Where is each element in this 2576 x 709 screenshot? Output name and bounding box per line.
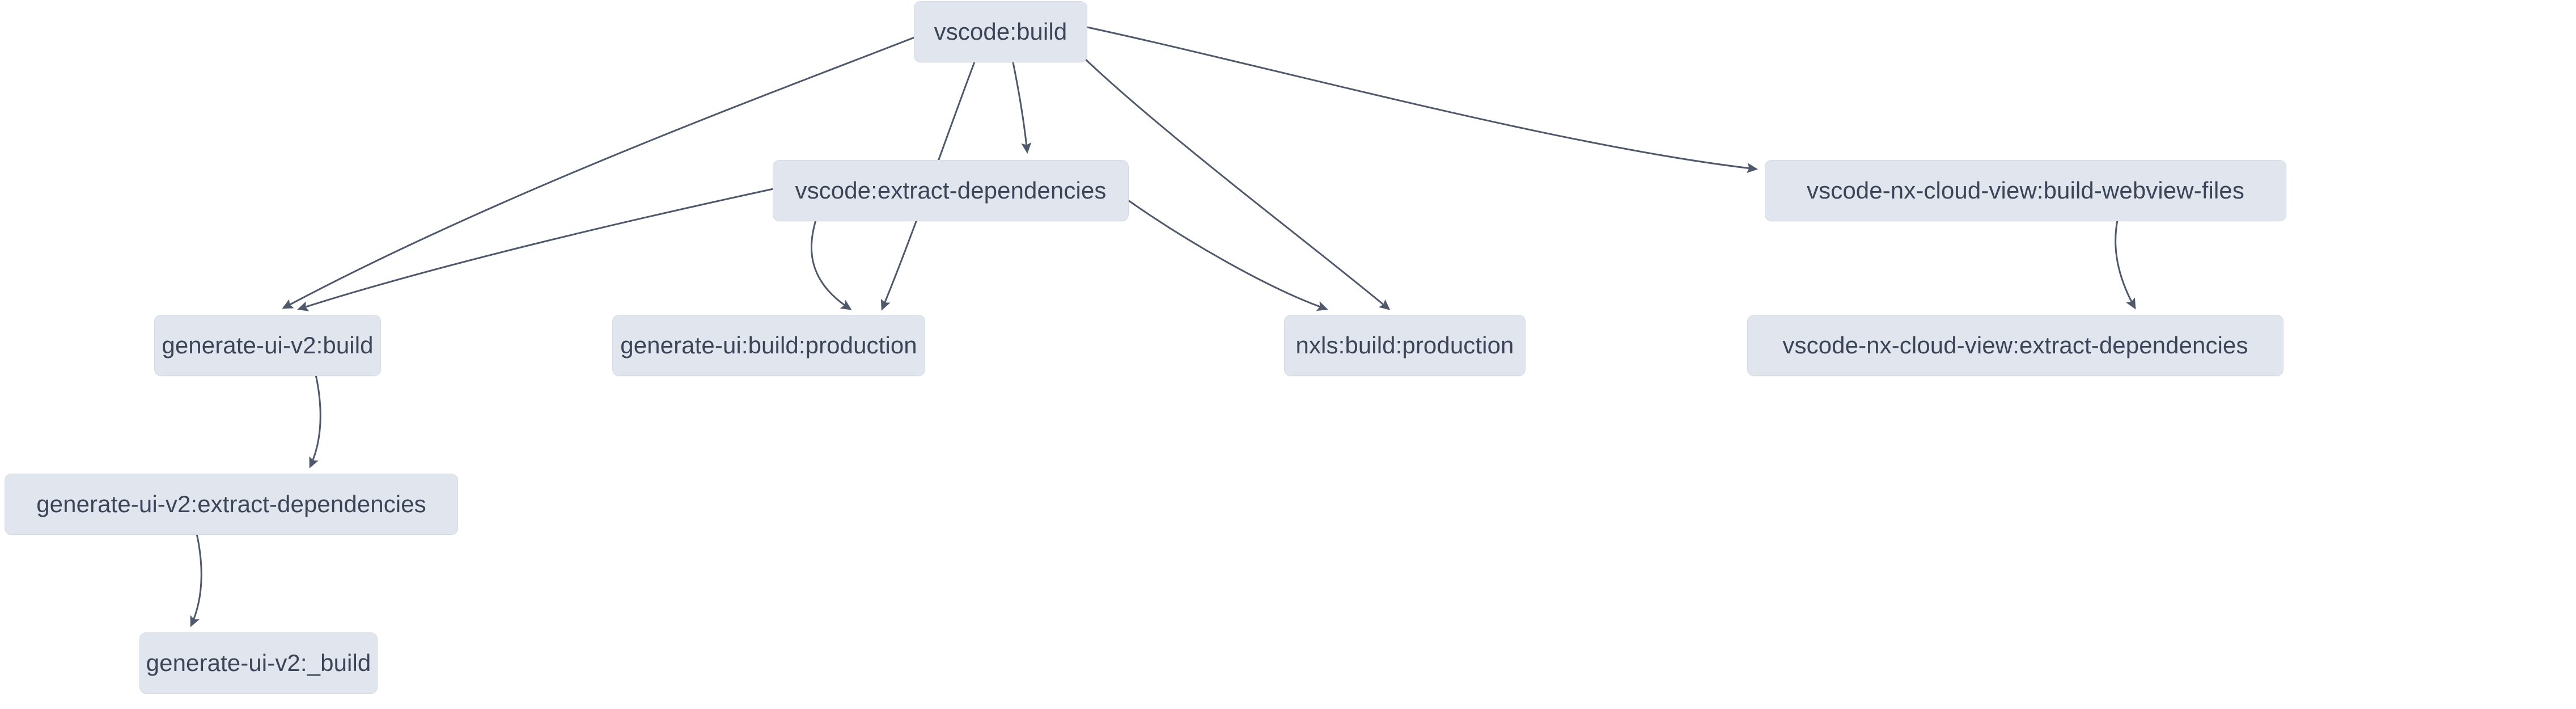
graph-node-label: generate-ui-v2:extract-dependencies (36, 491, 426, 518)
graph-node-label: vscode-nx-cloud-view:extract-dependencie… (1782, 332, 2248, 359)
graph-node-nxls-build-production[interactable]: nxls:build:production (1284, 315, 1526, 377)
graph-node-label: generate-ui-v2:build (162, 332, 374, 359)
graph-node-generate-ui-build-production[interactable]: generate-ui:build:production (612, 315, 925, 377)
graph-node-label: nxls:build:production (1295, 332, 1514, 359)
graph-node-label: generate-ui:build:production (620, 332, 917, 359)
graph-node-vscode-nx-cloud-view-build-webview-files[interactable]: vscode-nx-cloud-view:build-webview-files (1765, 160, 2286, 222)
graph-node-generate-ui-v2-extract-dependencies[interactable]: generate-ui-v2:extract-dependencies (5, 474, 458, 535)
graph-edge (297, 186, 782, 311)
graph-node-generate-ui-v2-_build[interactable]: generate-ui-v2:_build (139, 632, 378, 694)
graph-node-label: generate-ui-v2:_build (146, 649, 371, 677)
graph-edge (1087, 26, 1758, 174)
graph-node-label: vscode-nx-cloud-view:build-webview-files (1807, 177, 2244, 204)
graph-node-vscode-extract-dependencies[interactable]: vscode:extract-dependencies (773, 160, 1129, 222)
graph-node-generate-ui-v2-build[interactable]: generate-ui-v2:build (154, 315, 381, 377)
graph-node-label: vscode:extract-dependencies (795, 177, 1107, 204)
graph-node-vscode-build[interactable]: vscode:build (914, 1, 1087, 63)
graph-edge (1109, 186, 1328, 311)
graph-node-vscode-nx-cloud-view-extract-dependencies[interactable]: vscode-nx-cloud-view:extract-dependencie… (1747, 315, 2283, 377)
graph-node-label: vscode:build (934, 18, 1067, 45)
